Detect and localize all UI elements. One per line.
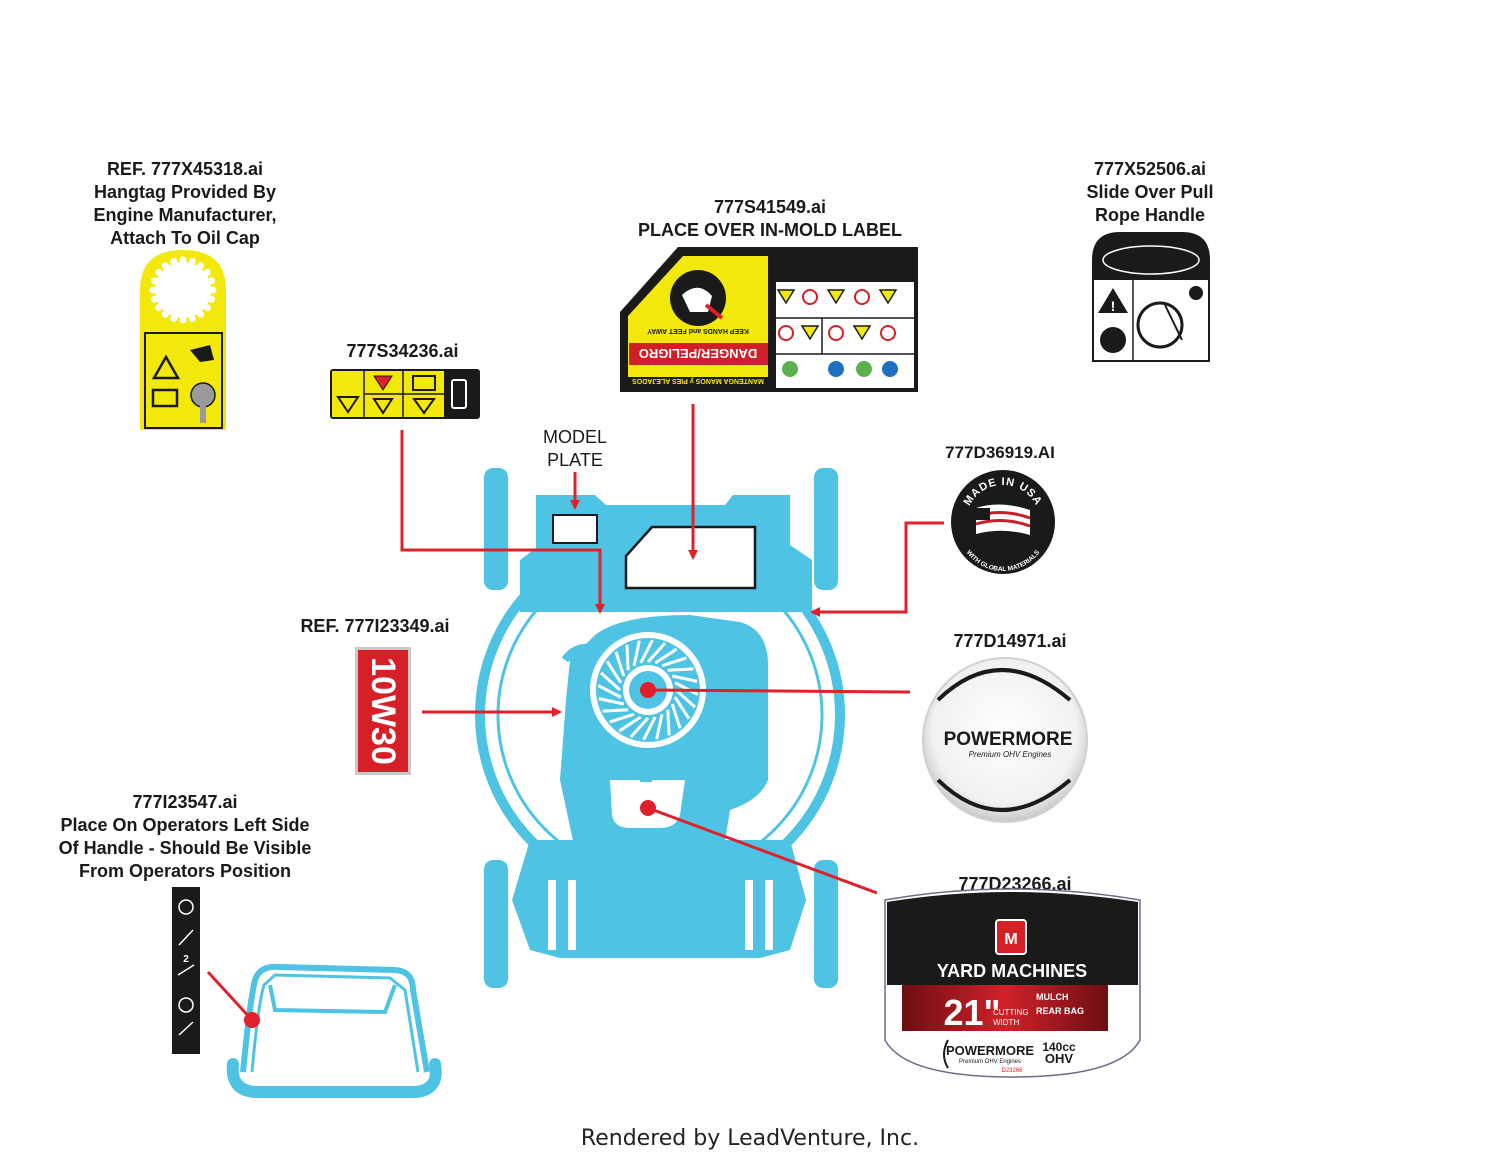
safety-pictogram-icon — [828, 325, 844, 341]
pointer-lines — [206, 404, 944, 1022]
handle-label: 777I23547.ai Place On Operators Left Sid… — [58, 792, 312, 881]
handle-strip-decal: 2 — [172, 887, 200, 1054]
warning-triangle-icon — [1098, 288, 1128, 313]
svg-text:2: 2 — [183, 954, 189, 965]
pointer-usa — [810, 521, 944, 617]
oil-dipstick-icon — [190, 382, 216, 408]
safety-pictogram-icon — [800, 325, 820, 341]
safety-pictogram-icon — [782, 361, 798, 377]
svg-text:!: ! — [1111, 298, 1116, 314]
usa-label: 777D36919.AI — [945, 443, 1055, 462]
safety-pictogram-icon — [880, 325, 896, 341]
safety-pictogram-icon — [826, 289, 846, 305]
wheel-front-right — [814, 860, 838, 988]
powermore-sub: Premium OHV Engines — [969, 750, 1052, 759]
danger-label: 777S41549.ai PLACE OVER IN-MOLD LABEL — [638, 197, 902, 240]
ym-mulch: MULCH — [1036, 992, 1069, 1002]
pointer-yardmachines — [647, 806, 878, 895]
model-plate-outline — [552, 514, 598, 544]
ym-ohv: OHV — [1045, 1051, 1074, 1066]
danger-keep-text: KEEP HANDS and FEET AWAY — [647, 327, 749, 334]
ym-cc: 140cc — [1042, 1040, 1076, 1054]
wheel-rear-left — [484, 468, 508, 590]
manual-book-icon — [412, 375, 436, 391]
pointer-dot-starter — [640, 682, 656, 698]
in-mold-label-outline — [624, 525, 757, 590]
ym-engine: POWERMORE — [946, 1043, 1034, 1058]
pointer-safety-strip — [400, 430, 605, 614]
warning-icon — [336, 396, 360, 414]
warning-triangle-icon — [151, 354, 181, 380]
safety-pictogram-icon — [828, 361, 844, 377]
read-manual-icon — [1100, 327, 1126, 353]
oil-grade-text: 10W30 — [364, 657, 402, 765]
powermore-label: 777D14971.ai — [953, 631, 1067, 651]
safety-pictogram-icon — [856, 361, 872, 377]
svg-text:M: M — [1004, 931, 1017, 948]
yardmachines-decal: M YARD MACHINES 21" CUTTING WIDTH MULCH … — [884, 888, 1141, 1078]
pointer-handle — [206, 970, 254, 1022]
wheel-rear-right — [814, 468, 838, 590]
ym-code: D23266 — [1001, 1068, 1023, 1074]
ym-width: WIDTH — [993, 1018, 1019, 1027]
danger-decal: DANGER/PELIGRO KEEP HANDS and FEET AWAY … — [620, 247, 918, 392]
ym-size: 21" — [943, 992, 1000, 1033]
safety-pictogram-icon — [802, 289, 818, 305]
oil-grade-decal: 10W30 — [355, 647, 411, 775]
pullrope-label: 777X52506.ai Slide Over Pull Rope Handle — [1086, 159, 1214, 225]
handle-illustration — [226, 963, 442, 1098]
hangtag-decal — [140, 250, 226, 430]
danger-spanish-text: MANTENGA MANOS y PIES ALEJADOS — [632, 377, 764, 384]
manual-book-icon — [151, 388, 179, 408]
ym-engine-sub: Premium OHV Engines — [959, 1059, 1021, 1065]
made-in-usa-decal: MADE IN USA WITH GLOBAL MATERIALS — [951, 470, 1055, 574]
safety-pictogram-icon — [882, 361, 898, 377]
oil-label: REF. 777I23349.ai — [300, 616, 450, 636]
safety-strip-decal — [330, 369, 480, 419]
front-deck — [512, 840, 806, 958]
safety-strip-label: 777S34236.ai — [346, 341, 459, 361]
safety-pictogram-icon — [778, 325, 794, 341]
ym-logo-icon — [995, 919, 1027, 955]
pointer-dot-handle — [244, 1012, 260, 1028]
model-plate-label: MODEL PLATE — [542, 427, 607, 470]
safety-pictogram-icon — [878, 289, 898, 305]
danger-title: DANGER/PELIGRO — [639, 346, 757, 361]
powermore-decal: POWERMORE Premium OHV Engines — [922, 657, 1088, 823]
safety-pictogram-icon — [852, 325, 872, 341]
fuel-pump-icon — [451, 379, 467, 409]
powermore-brand: POWERMORE — [944, 729, 1073, 750]
safety-pictogram-icon — [776, 289, 796, 305]
ym-brand: YARD MACHINES — [937, 961, 1087, 981]
safety-pictogram-icon — [854, 289, 870, 305]
footer-credit: Rendered by LeadVenture, Inc. — [580, 1126, 920, 1151]
pointer-powermore — [647, 688, 911, 694]
pullrope-decal: ! — [1092, 232, 1210, 362]
ym-cutting: CUTTING — [993, 1008, 1029, 1017]
pull-cord-icon — [1136, 301, 1184, 349]
oil-can-icon — [190, 345, 214, 362]
pointer-dot-fuelcap — [640, 800, 656, 816]
hangtag-label: REF. 777X45318.ai Hangtag Provided By En… — [93, 159, 277, 248]
wheel-front-left — [484, 860, 508, 988]
ym-rearbag: REAR BAG — [1036, 1006, 1084, 1016]
